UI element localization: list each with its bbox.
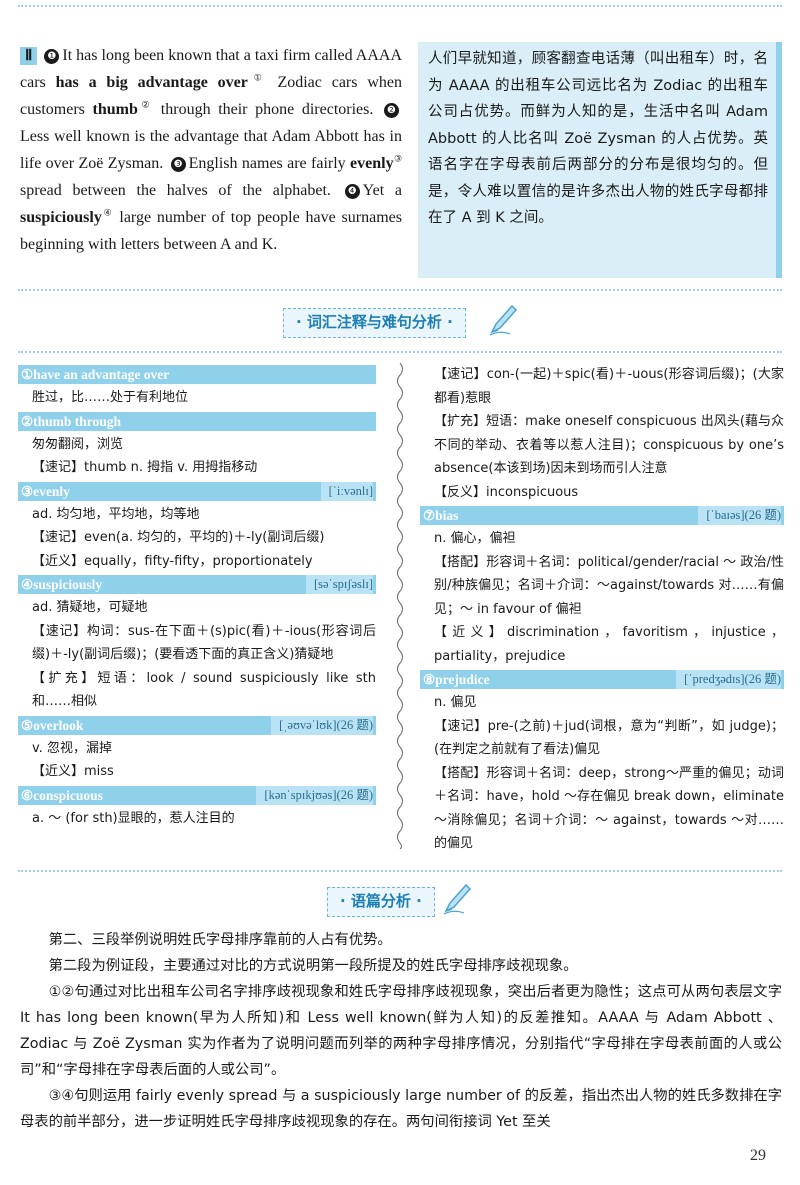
vocab-word: ③evenly: [21, 483, 70, 499]
vocab-line: 【搭配】形容词＋名词：political/gender/racial ～ 政治/…: [434, 554, 784, 617]
vocab-section-title: · 词汇注释与难句分析 ·: [283, 308, 466, 338]
vocab-word: ⑤overlook: [21, 717, 84, 733]
page-number: 29: [750, 1147, 766, 1164]
divider-dotted-3: [18, 870, 782, 872]
analysis-section-title: · 语篇分析 ·: [327, 887, 435, 917]
sentence-1e: through their phone directories.: [153, 101, 374, 118]
vocab-entry-header: ⑤overlook [ˌəʊvəˈlʊk](26 题): [18, 715, 376, 735]
vocab-line: 【速记】con-(一起)＋spic(看)＋-uous(形容词后缀)；(大家都看)…: [434, 367, 784, 406]
vocab-line: 【扩充】短语：make oneself conspicuous 出风头(藉与众不…: [434, 414, 784, 476]
vocab-word: ②thumb through: [21, 413, 122, 429]
sentence-marker-2: ❷: [384, 103, 399, 118]
vocab-3: evenly: [350, 155, 394, 172]
vocab-line: 【速记】thumb n. 拇指 v. 用拇指移动: [32, 460, 258, 475]
sentence-3c: spread between the halves of the alphabe…: [20, 182, 331, 199]
column-separator: [397, 363, 403, 849]
vocab-line: a. ～ (for sth)显眼的，惹人注目的: [32, 810, 235, 826]
vocab-line: 胜过，比……处于有利地位: [32, 390, 189, 405]
vocab-line: 【近义】discrimination，favoritism，injustice，…: [434, 625, 784, 664]
vocab-entry-header: ②thumb through: [18, 411, 376, 431]
phonetic: [ˈpredʒədɪs](26 题): [676, 670, 781, 689]
vocab-line: ad. 均匀地，平均地，均等地: [32, 506, 200, 522]
analysis-paragraph: 第二段为例证段，主要通过对比的方式说明第一段所提及的姓氏字母排序歧视现象。: [48, 958, 578, 974]
analysis-paragraph: ③④句则运用 fairly evenly spread 与 a suspicio…: [20, 1088, 782, 1130]
vocab-entry-header: ⑧prejudice [ˈpredʒədɪs](26 题): [420, 670, 784, 689]
vocab-1-ref: ①: [247, 72, 268, 83]
vocab-word: ④suspiciously: [21, 577, 103, 592]
vocab-column-left: ①have an advantage over 胜过，比……处于有利地位 ②th…: [18, 363, 376, 830]
vocab-entry-header: ④suspiciously [səˈspɪʃəslɪ]: [18, 575, 376, 594]
vocab-line: n. 偏心，偏袒: [434, 531, 516, 546]
analysis-paragraph: 第二、三段举例说明姓氏字母排序靠前的人占有优势。: [48, 932, 392, 948]
divider-dotted: [18, 289, 782, 291]
phonetic: [səˈspɪʃəslɪ]: [305, 575, 373, 594]
vocab-entry-header: ③evenly [ˈiːvənlɪ]: [18, 481, 376, 501]
phonetic: [ˈiːvənlɪ]: [320, 481, 373, 501]
sentence-marker-4: ❹: [344, 184, 360, 199]
top-dotted-rule: [18, 5, 782, 7]
vocab-line: 【扩充】短语：look / sound suspiciously like st…: [32, 670, 376, 710]
vocab-line: 【近义】miss: [32, 764, 114, 779]
vocab-line: 【搭配】形容词＋名词：deep，strong～严重的偏见；动词＋名词：have，…: [434, 765, 784, 852]
vocab-line: 【速记】even(a. 均匀的，平均的)＋-ly(副词后缀): [32, 530, 325, 545]
sentence-4c: large number of top people have surnames…: [20, 209, 402, 253]
section-number: Ⅱ: [20, 47, 38, 65]
vocab-4: suspiciously: [20, 209, 102, 226]
pen-icon: [443, 883, 472, 915]
vocab-entry-header: ⑦bias [ˈbaɪəs](26 题): [420, 506, 784, 525]
vocab-line: 【近义】equally，fifty-fifty，proportionately: [32, 553, 313, 569]
sentence-marker-1: ❶: [44, 49, 60, 64]
sentence-1a: It has long been known that a taxi firm …: [20, 47, 402, 91]
vocab-line: 【反义】inconspicuous: [434, 484, 579, 500]
discourse-analysis: 第二、三段举例说明姓氏字母排序靠前的人占有优势。 第二段为例证段，主要通过对比的…: [20, 927, 782, 1135]
vocab-2-ref: ②: [137, 99, 154, 110]
sentence-2: Less well known is the advantage that Ad…: [20, 128, 402, 172]
pen-icon: [489, 304, 518, 336]
vocab-column-right: 【速记】con-(一起)＋spic(看)＋-uous(形容词后缀)；(大家都看)…: [420, 363, 784, 856]
sentence-1c: Zodiac cars when customers: [20, 74, 402, 118]
vocab-2: thumb: [92, 101, 138, 118]
vocab-line: 【速记】构词：sus-在下面＋(s)pic(看)＋-ious(形容词后缀)＋-l…: [32, 623, 376, 663]
vocab-line: ad. 猜疑地，可疑地: [32, 600, 148, 615]
vocab-1: has a big advantage over: [55, 74, 248, 91]
vocab-entry-header: ⑥conspicuous [kənˈspɪkjʊəs](26 题): [18, 785, 376, 805]
vocab-entry-header: ①have an advantage over: [18, 365, 376, 384]
analysis-paragraph: ①②句通过对比出租车公司名字排序歧视现象和姓氏字母排序歧视现象，突出后者更为隐性…: [20, 984, 782, 1078]
vocab-line: 匆匆翻阅，浏览: [32, 436, 124, 452]
sentence-4a: Yet a: [362, 182, 403, 199]
vocab-word: ⑦bias: [423, 508, 459, 523]
phonetic: [kənˈspɪkjʊəs](26 题): [256, 785, 373, 805]
vocab-4-ref: ④: [101, 207, 114, 218]
vocab-line: 【速记】pre-(之前)＋jud(词根，意为“判断”，如 judge)；(在判定…: [434, 718, 784, 758]
vocab-word: ①have an advantage over: [21, 367, 170, 382]
vocab-word: ⑥conspicuous: [21, 787, 103, 803]
chinese-translation: 人们早就知道，顾客翻查电话薄（叫出租车）时，名为 AAAA 的出租车公司远比名为…: [418, 42, 782, 278]
vocab-3-ref: ③: [393, 153, 403, 164]
sentence-marker-3: ❸: [170, 157, 186, 172]
phonetic: [ˈbaɪəs](26 题): [698, 506, 781, 525]
vocab-line: n. 偏见: [434, 695, 477, 710]
vocab-line: v. 忽视，漏掉: [32, 740, 112, 756]
vocab-word: ⑧prejudice: [423, 672, 490, 687]
sentence-3a: English names are fairly: [188, 155, 351, 172]
divider-dotted-2: [18, 351, 782, 353]
phonetic: [ˌəʊvəˈlʊk](26 题): [271, 715, 373, 735]
